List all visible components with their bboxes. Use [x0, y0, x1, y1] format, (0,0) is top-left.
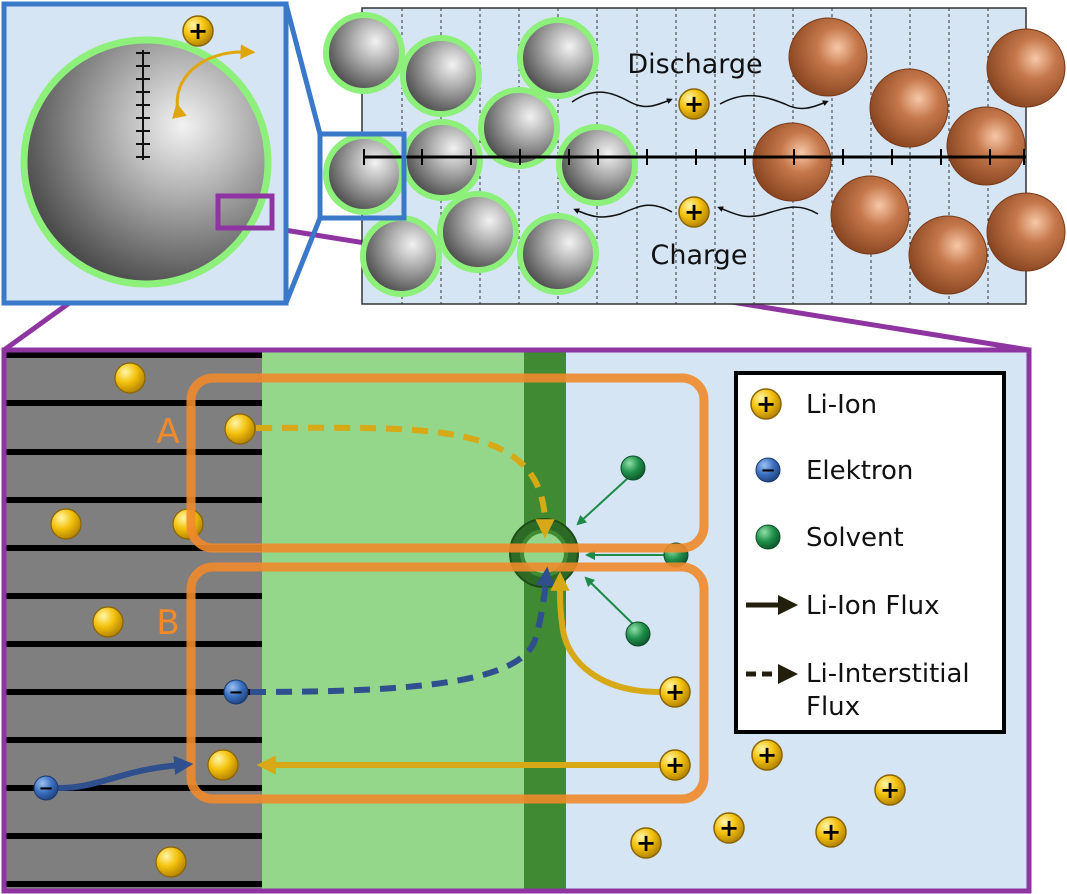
region-a-box [186, 373, 709, 553]
lattice-ruler [136, 50, 150, 160]
graphite-particle [20, 36, 272, 288]
legend-interstitial-label-2: Flux [806, 692, 860, 722]
zoom-selection-blue [317, 131, 407, 221]
electron-1: − [223, 679, 249, 705]
svg-text:+: + [719, 814, 739, 842]
region-b-box [186, 562, 709, 804]
svg-text:−: − [760, 460, 775, 481]
electron-2: − [33, 775, 59, 801]
svg-text:+: + [665, 751, 685, 779]
svg-text:+: + [684, 198, 704, 226]
legend-electron-label: Elektron [806, 456, 913, 486]
li-ion-charge: + [678, 196, 710, 228]
detail-frame [1, 347, 1032, 894]
li-ions-electrolyte: + + + + + + + [630, 676, 906, 859]
ion-flux-to-site [550, 571, 661, 695]
electrode-panel: + + Discharge Charge [317, 7, 1066, 305]
double-arrow-icon [172, 44, 256, 119]
sei-detail-panel: A B − − + + + + + + + [1, 347, 1032, 894]
legend-interstitial-label-1: Li-Interstitial [806, 659, 970, 689]
legend-ion-flux-label: Li-Ion Flux [806, 591, 939, 621]
electron-interstitial-flux-b [249, 566, 555, 695]
cathode-particles [752, 17, 1066, 295]
discharge-arrows [571, 91, 829, 110]
svg-text:+: + [880, 776, 900, 804]
svg-text:+: + [756, 390, 776, 418]
li-ion-discharge: + [678, 88, 710, 120]
interstitial-flux-a [255, 424, 555, 539]
region-a-label: A [156, 412, 179, 452]
svg-text:+: + [821, 818, 841, 846]
discharge-label: Discharge [627, 49, 762, 80]
legend-li-ion-icon: + [750, 388, 782, 420]
blue-zoom-lines [283, 3, 323, 304]
svg-text:+: + [636, 829, 656, 857]
charge-arrows [573, 204, 819, 218]
legend: + Li-Ion − Elektron Solvent Li-Ion Flux … [734, 371, 1006, 734]
li-ion-zoom: + [182, 15, 214, 47]
particle-zoom-panel: + [1, 1, 289, 306]
svg-text:+: + [665, 678, 685, 706]
svg-text:+: + [188, 17, 208, 45]
anode-particles [323, 12, 638, 297]
legend-li-ion-label: Li-Ion [806, 390, 877, 420]
legend-electron-icon: − [755, 457, 781, 483]
electron-flux [57, 755, 194, 791]
svg-text:+: + [757, 741, 777, 769]
graphite-region [4, 350, 262, 891]
region-b-label: B [156, 603, 179, 643]
charge-label: Charge [651, 240, 748, 271]
svg-text:−: − [228, 682, 243, 703]
svg-text:−: − [38, 778, 53, 799]
solvent-molecules [576, 455, 689, 647]
legend-solvent-icon [755, 524, 781, 550]
legend-solvent-label: Solvent [806, 523, 904, 553]
zoom-selection-purple [215, 193, 275, 231]
svg-text:+: + [684, 90, 704, 118]
electrode-axis [363, 149, 1026, 165]
